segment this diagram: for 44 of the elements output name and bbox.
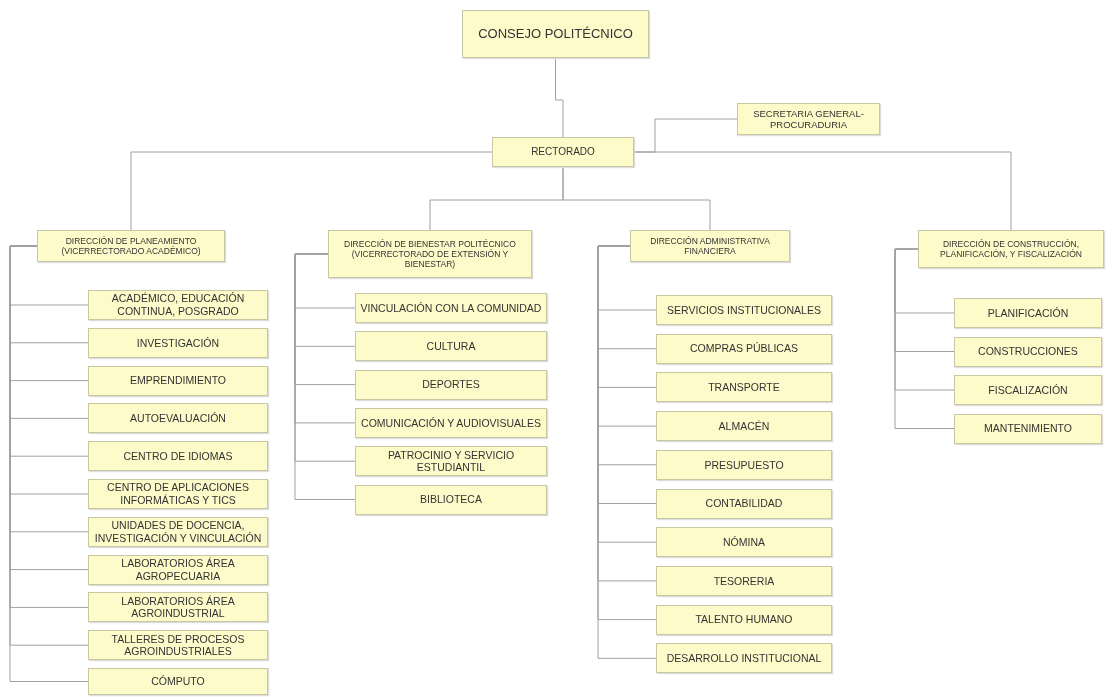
subunit-box: PLANIFICACIÓN: [954, 298, 1102, 328]
subunit-box: SERVICIOS INSTITUCIONALES: [656, 295, 832, 325]
subunit-box: COMPRAS PÚBLICAS: [656, 333, 832, 364]
subunit-box: ACADÉMICO, EDUCACIÓN CONTINUA, POSGRADO: [88, 290, 268, 320]
subunit-box: NÓMINA: [656, 527, 832, 558]
subunit-box: CULTURA: [355, 331, 547, 362]
subunit-box: FISCALIZACIÓN: [954, 375, 1102, 405]
unit-box: DIRECCIÓN DE CONSTRUCCIÓN, PLANIFICACIÓN, Y FISCALIZACIÓN: [918, 230, 1104, 268]
subunit-box: CENTRO DE IDIOMAS: [88, 441, 268, 472]
subunit-box: TALLERES DE PROCESOS AGROINDUSTRIALES: [88, 630, 268, 661]
subunit-box: CÓMPUTO: [88, 668, 268, 695]
unit-box: DIRECCIÓN ADMINISTRATIVA FINANCIERA: [630, 230, 790, 262]
subunit-box: TRANSPORTE: [656, 372, 832, 403]
connector-line: [894, 248, 955, 429]
connector-line: [294, 253, 356, 500]
subunit-box: BIBLIOTECA: [355, 484, 547, 515]
subunit-box: DEPORTES: [355, 369, 547, 400]
subunit-box: AUTOEVALUACIÓN: [88, 403, 268, 434]
subunit-box: EMPRENDIMIENTO: [88, 365, 268, 396]
subunit-box: DESARROLLO INSTITUCIONAL: [656, 643, 832, 674]
subunit-box: COMUNICACIÓN Y AUDIOVISUALES: [355, 407, 547, 438]
subunit-box: PATROCINIO Y SERVICIO ESTUDIANTIL: [355, 446, 547, 477]
subunit-box: TESORERIA: [656, 565, 832, 596]
unit-box: DIRECCIÓN DE PLANEAMIENTO (VICERRECTORADO ACADÉMICO): [37, 230, 225, 262]
unit-box: CONSEJO POLITÉCNICO: [462, 10, 649, 58]
connector-line: [130, 151, 493, 231]
subunit-box: PRESUPUESTO: [656, 449, 832, 480]
connector-line: [633, 151, 1012, 231]
unit-box: SECRETARIA GENERAL- PROCURADURIA: [737, 103, 880, 135]
subunit-box: LABORATORIOS ÁREA AGROINDUSTRIAL: [88, 592, 268, 623]
subunit-box: TALENTO HUMANO: [656, 604, 832, 635]
subunit-box: UNIDADES DE DOCENCIA, INVESTIGACIÓN Y VINCULACIÓN: [88, 516, 268, 547]
subunit-box: INVESTIGACIÓN: [88, 327, 268, 358]
subunit-box: MANTENIMIENTO: [954, 413, 1102, 444]
subunit-box: ALMACÉN: [656, 411, 832, 442]
subunit-box: VINCULACIÓN CON LA COMUNIDAD: [355, 293, 547, 323]
subunit-box: CONSTRUCCIONES: [954, 336, 1102, 367]
subunit-box: CONTABILIDAD: [656, 488, 832, 519]
subunit-box: CENTRO DE APLICACIONES INFORMÁTICAS Y TICS: [88, 479, 268, 509]
connector-line: [555, 57, 564, 138]
unit-box: DIRECCIÓN DE BIENESTAR POLITÉCNICO (VICERRECTORADO DE EXTENSIÓN Y BIENESTAR): [328, 230, 532, 278]
subunit-box: LABORATORIOS ÁREA AGROPECUARIA: [88, 554, 268, 585]
unit-box: RECTORADO: [492, 137, 634, 167]
connector-line: [562, 166, 711, 231]
